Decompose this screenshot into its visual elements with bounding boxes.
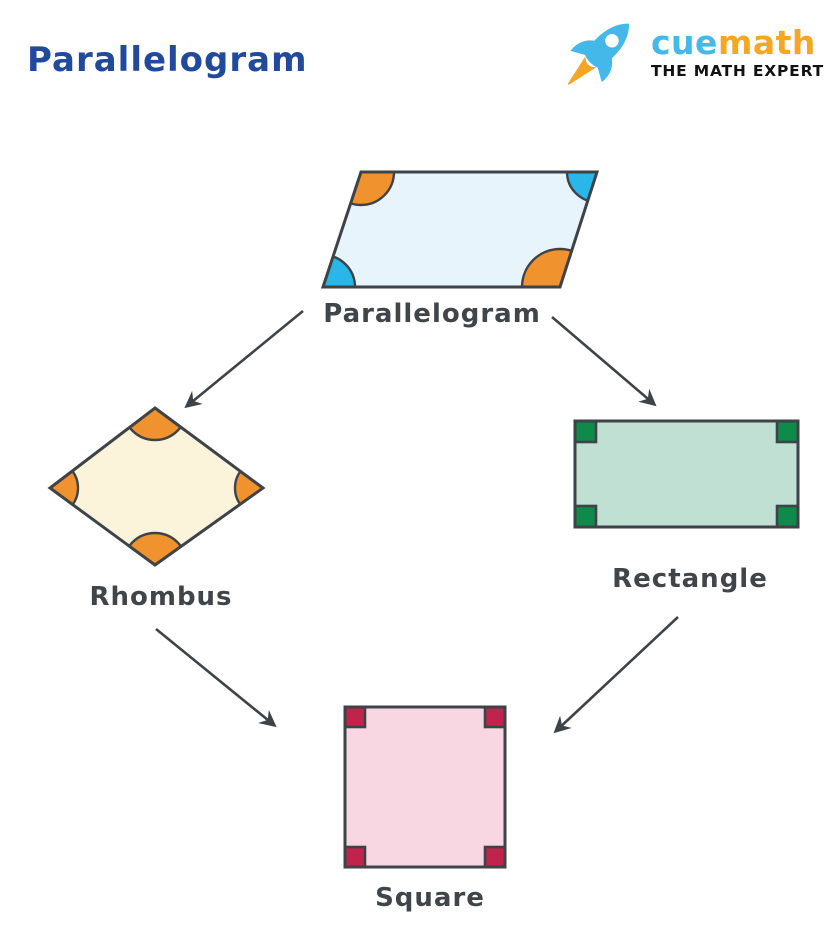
arrow-parallelogram-to-rhombus: [184, 309, 304, 409]
parallelogram-shape: [320, 170, 600, 289]
rectangle-face: [575, 421, 798, 527]
arrow-rectangle-to-square: [553, 616, 679, 734]
square-corner-top-left: [343, 705, 367, 729]
square-corner-bottom-right: [483, 845, 507, 869]
rhombus-outline: [47, 406, 266, 567]
square-outline: [343, 705, 507, 869]
brand-math: math: [717, 23, 816, 63]
rectangle-corner-bottom-right: [775, 504, 800, 529]
rhombus-label: Rhombus: [89, 582, 233, 612]
square-label: Square: [375, 883, 485, 913]
cuemath-logo: cuemath THE MATH EXPERT: [564, 6, 824, 100]
brand-cue: cue: [651, 23, 718, 63]
rocket-fin-right: [597, 54, 613, 83]
rocket-flame: [567, 56, 597, 85]
rocket-body: [584, 23, 629, 68]
page-title: Parallelogram: [27, 40, 308, 80]
rhombus-shape: [47, 406, 266, 567]
square-corner-top-right: [483, 705, 507, 729]
brand-tagline: THE MATH EXPERT: [651, 62, 824, 81]
rectangle-corner-top-left: [573, 419, 598, 444]
arrow-rhombus-to-square: [155, 627, 277, 728]
rocket-icon: [567, 23, 629, 85]
parallelogram-angle-bottom-left: [323, 253, 357, 287]
rectangle-outline: [573, 419, 800, 529]
parallelogram-outline: [320, 170, 600, 289]
square-corner-bottom-left: [343, 845, 367, 869]
rhombus-angle-top: [121, 408, 189, 442]
rectangle-corner-top-right: [775, 419, 800, 444]
parallelogram-label: Parallelogram: [323, 299, 541, 329]
parallelogram-face: [323, 172, 597, 287]
rhombus-angle-bottom: [121, 531, 189, 565]
brand-wordmark: cuemath: [651, 26, 824, 59]
logo-text: cuemath THE MATH EXPERT: [651, 26, 824, 80]
parallelogram-angle-top-right: [565, 172, 597, 204]
rectangle-label: Rectangle: [612, 564, 768, 594]
rocket-fin-left: [570, 40, 598, 55]
square-face: [345, 707, 505, 867]
rocket-window: [605, 33, 619, 48]
arrow-parallelogram-to-rectangle: [551, 316, 657, 407]
rectangle-corner-bottom-left: [573, 504, 598, 529]
rectangle-shape: [573, 419, 800, 529]
square-shape: [343, 705, 507, 869]
